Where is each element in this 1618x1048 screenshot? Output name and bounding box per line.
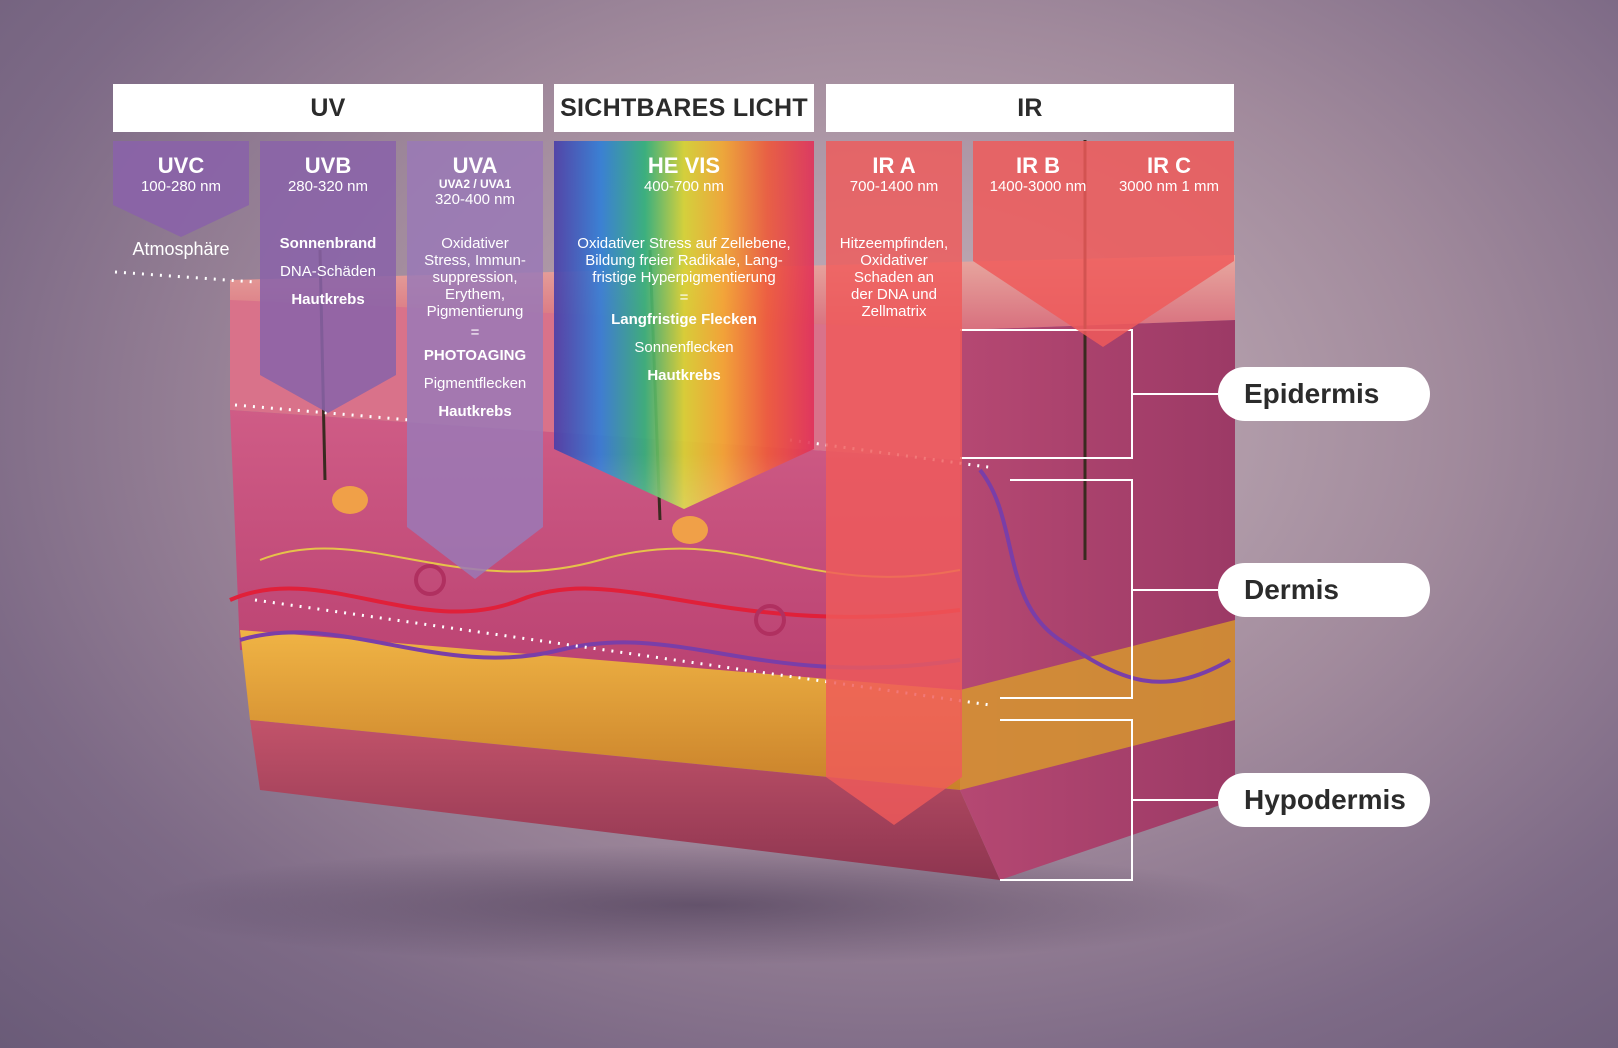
sweat-gland: [754, 604, 786, 636]
uva-effect-line-4: Erythem,: [444, 286, 505, 303]
hevis-effect-line-1: Oxidativer Stress auf Zellebene,: [577, 235, 791, 252]
layer-label-epidermis: Epidermis: [1218, 367, 1430, 421]
band-irb-range: 1400-3000 nm: [989, 178, 1087, 195]
band-ira-title: IR A: [872, 153, 916, 178]
ira-effect-line-1: Hitzeempfinden,: [839, 235, 949, 252]
category-visible-light: SICHTBARES LICHT: [554, 84, 814, 132]
uva-equals: =: [470, 324, 480, 341]
atmosphere-label: Atmosphäre: [132, 239, 230, 259]
band-hevis-range: 400-700 nm: [643, 178, 725, 195]
block-shadow: [140, 845, 1260, 965]
hevis-outcome-skin-cancer: Hautkrebs: [647, 367, 721, 384]
block-side: [960, 320, 1235, 880]
hypodermis-bracket: [1000, 719, 1218, 881]
side-fat: [960, 620, 1235, 790]
hevis-effect-line-3: fristige Hyperpigmentierung: [592, 269, 776, 286]
hevis-outcome-sun-spots: Sonnenflecken: [634, 339, 734, 356]
uva-outcome-skin-cancer: Hautkrebs: [438, 403, 512, 420]
band-ira-range: 700-1400 nm: [849, 178, 939, 195]
band-irb-irc: IR B 1400-3000 nm IR C 3000 nm 1 mm: [973, 141, 1234, 351]
category-uv: UV: [113, 84, 543, 132]
uva-result-photoaging: PHOTOAGING: [423, 347, 527, 364]
band-ira: IR A 700-1400 nm Hitzeempfinden, Oxidati…: [826, 141, 962, 831]
band-uva-range: 320-400 nm: [434, 191, 516, 208]
band-uvb-shape: [260, 141, 396, 413]
layer-label-hypodermis: Hypodermis: [1218, 773, 1430, 827]
hevis-equals: =: [679, 289, 689, 306]
ira-effect-line-3: Schaden an: [853, 269, 935, 286]
sweat-gland: [414, 564, 446, 596]
ira-effect-line-5: Zellmatrix: [861, 303, 927, 320]
sebaceous-gland: [672, 516, 708, 544]
band-uva-subrange: UVA2 / UVA1: [438, 177, 512, 191]
epidermis-bracket: [960, 329, 1218, 459]
band-irb-irc-shape: [973, 141, 1234, 347]
uva-effect-line-1: Oxidativer: [441, 235, 509, 252]
side-vessel: [978, 468, 1231, 684]
band-hevis-shape: [554, 141, 814, 509]
category-ir: IR: [826, 84, 1234, 132]
uvb-effect-skin-cancer: Hautkrebs: [291, 291, 365, 308]
uva-effect-line-3: suppression,: [432, 269, 518, 286]
ira-effect-line-2: Oxidativer: [860, 252, 928, 269]
dermis-bracket: [1000, 479, 1218, 699]
band-irb-title: IR B: [1016, 153, 1060, 178]
band-uvb-range: 280-320 nm: [287, 178, 369, 195]
band-irc-range: 3000 nm 1 mm: [1118, 178, 1220, 195]
uvb-effect-sunburn: Sonnenbrand: [279, 235, 377, 252]
hevis-result-long-term-spots: Langfristige Flecken: [611, 311, 757, 328]
band-hevis: HE VIS 400-700 nm Oxidativer Stress auf …: [554, 141, 814, 521]
band-uvc-range: 100-280 nm: [140, 178, 222, 195]
block-base: [250, 720, 1000, 880]
hevis-effect-line-2: Bildung freier Radikale, Lang-: [585, 252, 783, 269]
band-uva: UVA UVA2 / UVA1 320-400 nm Oxidativer St…: [407, 141, 543, 581]
band-uvc-title: UVC: [157, 153, 205, 178]
band-uvb: UVB 280-320 nm Sonnenbrand DNA-Schäden H…: [260, 141, 396, 441]
ira-effect-line-4: der DNA und: [851, 286, 937, 303]
hypodermis-face: [240, 630, 960, 790]
band-uvc-shape: [113, 141, 249, 237]
band-ira-shape: [826, 141, 962, 825]
band-irc-title: IR C: [1147, 153, 1191, 178]
band-uvc: UVC 100-280 nm: [113, 141, 249, 241]
band-uvb-title: UVB: [304, 153, 352, 178]
sebaceous-gland: [332, 486, 368, 514]
layer-label-dermis: Dermis: [1218, 563, 1430, 617]
uva-outcome-pigment-spots: Pigmentflecken: [423, 375, 527, 392]
band-hevis-title: HE VIS: [647, 153, 721, 178]
uvb-effect-dna-damage: DNA-Schäden: [280, 263, 376, 280]
band-uva-shape: [407, 141, 543, 579]
band-uva-title: UVA: [452, 153, 498, 178]
uva-effect-line-2: Stress, Immun-: [424, 252, 526, 269]
blood-vessel-purple: [239, 630, 961, 670]
uva-effect-line-5: Pigmentierung: [426, 303, 524, 320]
